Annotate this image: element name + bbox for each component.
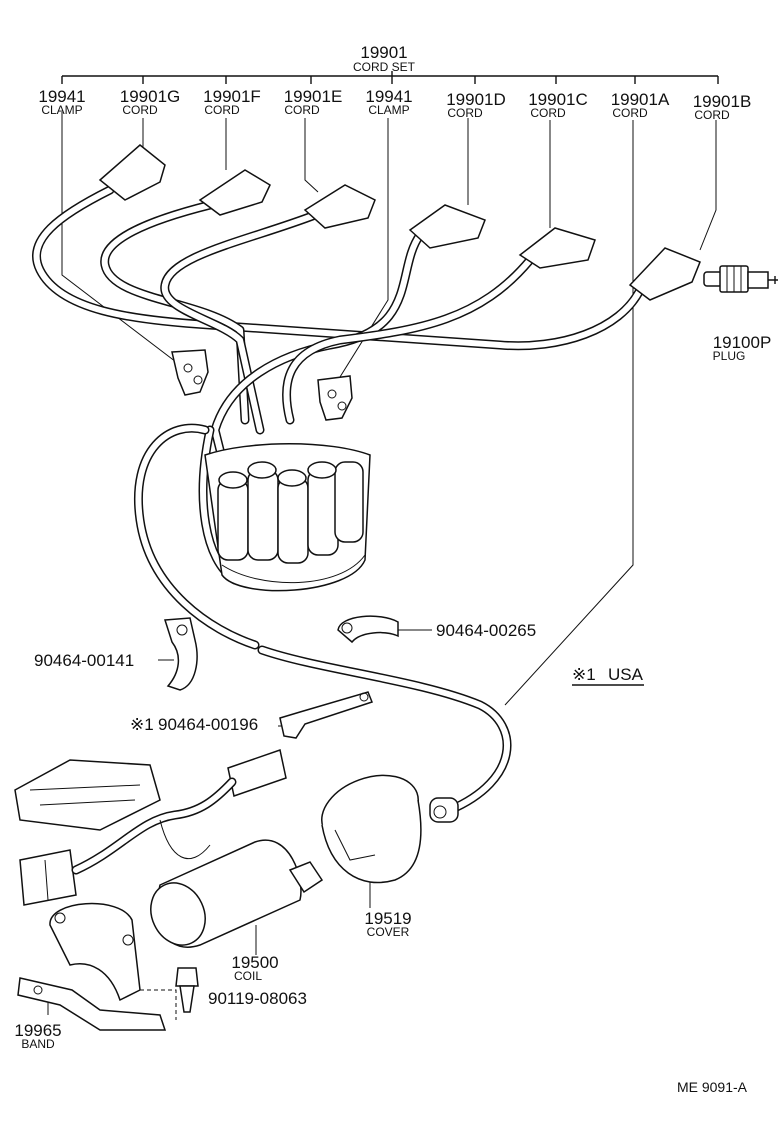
cord-set-bracket bbox=[61, 71, 719, 84]
ignition-coil bbox=[150, 797, 459, 948]
cord-19901C-name: CORD bbox=[530, 106, 566, 120]
bolt bbox=[175, 967, 199, 1013]
cord-19901B-name: CORD bbox=[694, 108, 730, 122]
cord-clamp-left bbox=[171, 349, 209, 396]
cord-19901B-number: 19901B bbox=[693, 92, 752, 111]
band-number: 19965 bbox=[14, 1021, 61, 1040]
coil-band bbox=[17, 902, 167, 1031]
spark-plug bbox=[703, 265, 778, 293]
clip-90464-00196 bbox=[279, 691, 373, 739]
coil-number: 19500 bbox=[231, 953, 278, 972]
clamp-19941-right-number: 19941 bbox=[365, 87, 412, 106]
clip-90464-00196-mark: ※1 bbox=[130, 715, 154, 734]
coil-name: COIL bbox=[234, 969, 262, 983]
usa-note-text: USA bbox=[608, 665, 644, 684]
coil-cover bbox=[321, 774, 422, 884]
plug-name: PLUG bbox=[713, 349, 746, 363]
bolt-label: 90119-08063 bbox=[208, 989, 307, 1008]
cover-number: 19519 bbox=[364, 909, 411, 928]
cord-19901G-name: CORD bbox=[122, 103, 158, 117]
clip-90464-00265 bbox=[337, 615, 399, 644]
clamp-19941-left-number: 19941 bbox=[38, 87, 85, 106]
band-name: BAND bbox=[21, 1037, 55, 1051]
cord-set-name: CORD SET bbox=[353, 60, 416, 74]
cord-19901A-number: 19901A bbox=[611, 90, 670, 109]
cord-clamp-right bbox=[317, 375, 353, 421]
cord-19901F-number: 19901F bbox=[203, 87, 261, 106]
clip-90464-00141 bbox=[163, 617, 198, 691]
cord-19901D-number: 19901D bbox=[446, 90, 506, 109]
clip-90464-00265-label: 90464-00265 bbox=[436, 621, 536, 640]
igniter-harness bbox=[14, 749, 287, 906]
figure-id: ME 9091-A bbox=[677, 1079, 748, 1095]
leader-lines bbox=[47, 112, 717, 1020]
cord-19901E-number: 19901E bbox=[284, 87, 343, 106]
plug-number: 19100P bbox=[713, 333, 772, 352]
clamp-19941-right-name: CLAMP bbox=[368, 103, 409, 117]
usa-note-mark: ※1 bbox=[572, 665, 596, 684]
clamp-19941-left-name: CLAMP bbox=[41, 103, 82, 117]
cord-19901A-name: CORD bbox=[612, 106, 648, 120]
clip-90464-00196-label: 90464-00196 bbox=[158, 715, 258, 734]
cord-19901G-number: 19901G bbox=[120, 87, 181, 106]
usa-note: ※1 USA bbox=[572, 665, 644, 686]
cord-19901C-number: 19901C bbox=[528, 90, 588, 109]
cord-19901D-name: CORD bbox=[447, 106, 483, 120]
cover-name: COVER bbox=[367, 925, 410, 939]
clip-90464-00141-label: 90464-00141 bbox=[34, 651, 134, 670]
cord-set-number: 19901 bbox=[360, 43, 407, 62]
plug-boots bbox=[98, 144, 701, 301]
distributor-cap bbox=[204, 443, 371, 592]
cord-19901F-name: CORD bbox=[204, 103, 240, 117]
cord-19901E-name: CORD bbox=[284, 103, 320, 117]
coil-wire bbox=[134, 423, 512, 815]
